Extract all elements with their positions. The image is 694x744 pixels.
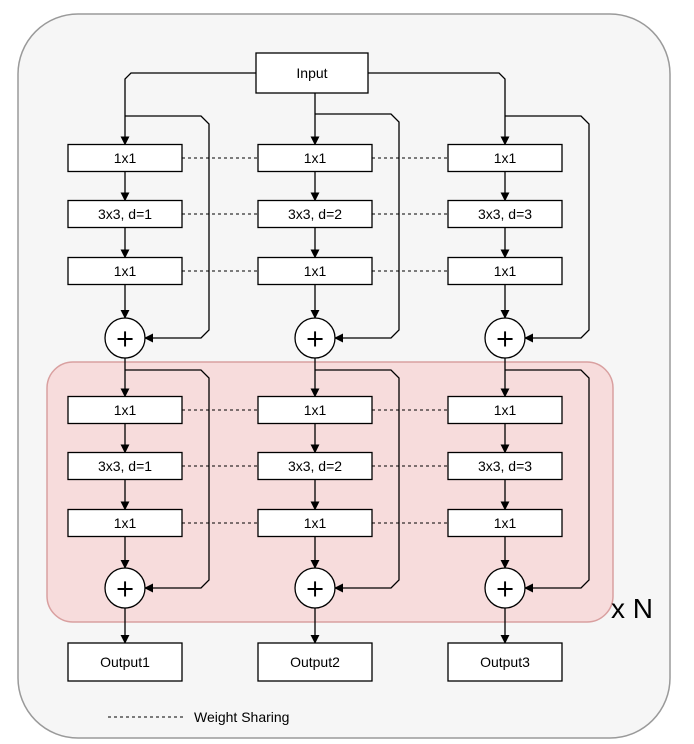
block2-bottom-branch3: 1x1 xyxy=(447,508,563,538)
output-node-branch3: Output3 xyxy=(447,642,563,682)
input-node: Input xyxy=(255,52,369,94)
skip-block2-branch1 xyxy=(125,369,210,593)
sum-block1-branch1-icon: + xyxy=(115,325,135,353)
block2-mid-branch2: 3x3, d=2 xyxy=(257,451,373,481)
legend-label: Weight Sharing xyxy=(194,709,289,725)
sum-block1-branch1-circle xyxy=(104,317,146,359)
block1-mid-branch3-label: 3x3, d=3 xyxy=(478,206,532,222)
skip-block1-branch1 xyxy=(125,115,210,343)
block2-top-branch1: 1x1 xyxy=(67,395,183,425)
sum-block2-branch3-circle xyxy=(484,567,526,609)
output-node-branch2-label: Output2 xyxy=(290,654,340,670)
block2-mid-branch3: 3x3, d=3 xyxy=(447,451,563,481)
block2-top-branch3: 1x1 xyxy=(447,395,563,425)
block1-top-branch2-label: 1x1 xyxy=(304,150,327,166)
output-node-branch3-label: Output3 xyxy=(480,654,530,670)
block2-mid-branch1-rect xyxy=(67,451,183,481)
weight-sharing-links xyxy=(182,157,448,524)
sum-block1-branch3-circle xyxy=(484,317,526,359)
block1-mid-branch1-label: 3x3, d=1 xyxy=(98,206,152,222)
block1-bottom-branch2: 1x1 xyxy=(257,256,373,286)
sum-block2-branch3: + xyxy=(484,567,526,609)
output-node-branch2-rect xyxy=(257,642,373,682)
block1-top-branch3-label: 1x1 xyxy=(494,150,517,166)
input-node-rect xyxy=(255,52,369,94)
block1-bottom-branch3-rect xyxy=(447,256,563,286)
block2-top-branch2-label: 1x1 xyxy=(304,402,327,418)
sum-block1-branch2-icon: + xyxy=(305,325,325,353)
block1-bottom-branch3: 1x1 xyxy=(447,256,563,286)
output-node-branch1-label: Output1 xyxy=(100,654,150,670)
block1-bottom-branch1-rect xyxy=(67,256,183,286)
sum-block1-branch2-circle xyxy=(294,317,336,359)
skip-block2-branch3 xyxy=(505,369,590,593)
block2-top-branch1-label: 1x1 xyxy=(114,402,137,418)
block2-mid-branch2-rect xyxy=(257,451,373,481)
block2-mid-branch3-rect xyxy=(447,451,563,481)
block2-top-branch2: 1x1 xyxy=(257,395,373,425)
block1-top-branch2-rect xyxy=(257,143,373,173)
repeat-region xyxy=(46,361,614,623)
skip-block1-branch2 xyxy=(315,113,400,343)
output-node-branch2: Output2 xyxy=(257,642,373,682)
block2-top-branch3-label: 1x1 xyxy=(494,402,517,418)
output-node-branch1: Output1 xyxy=(67,642,183,682)
output-node-branch3-rect xyxy=(447,642,563,682)
block1-bottom-branch2-label: 1x1 xyxy=(304,263,327,279)
block1-mid-branch2-label: 3x3, d=2 xyxy=(288,206,342,222)
block2-mid-branch1-label: 3x3, d=1 xyxy=(98,458,152,474)
sum-block2-branch2-icon: + xyxy=(305,575,325,603)
block2-mid-branch3-label: 3x3, d=3 xyxy=(478,458,532,474)
block1-bottom-branch1-label: 1x1 xyxy=(114,263,137,279)
block2-bottom-branch1-rect xyxy=(67,508,183,538)
connectors xyxy=(120,72,590,644)
block2-mid-branch1: 3x3, d=1 xyxy=(67,451,183,481)
sum-block2-branch2-circle xyxy=(294,567,336,609)
block2-bottom-branch2: 1x1 xyxy=(257,508,373,538)
block2-bottom-branch3-rect xyxy=(447,508,563,538)
block1-bottom-branch1: 1x1 xyxy=(67,256,183,286)
skip-block1-branch3 xyxy=(505,115,590,343)
block2-top-branch1-rect xyxy=(67,395,183,425)
block2-mid-branch2-label: 3x3, d=2 xyxy=(288,458,342,474)
conn-input-branch1 xyxy=(120,72,256,146)
block1-top-branch1-rect xyxy=(67,143,183,173)
block1-top-branch1-label: 1x1 xyxy=(114,150,137,166)
block1-mid-branch1: 3x3, d=1 xyxy=(67,199,183,229)
block2-bottom-branch1-label: 1x1 xyxy=(114,515,137,531)
block1-mid-branch1-rect xyxy=(67,199,183,229)
sum-block1-branch1: + xyxy=(104,317,146,359)
output-node-branch1-rect xyxy=(67,642,183,682)
block1-top-branch3-rect xyxy=(447,143,563,173)
block1-mid-branch3: 3x3, d=3 xyxy=(447,199,563,229)
block1-top-branch2: 1x1 xyxy=(257,143,373,173)
sum-block2-branch1-icon: + xyxy=(115,575,135,603)
block2-top-branch2-rect xyxy=(257,395,373,425)
nodes: Input 1x1 3x3, d=1 1x1 +1x1 3x3, d=1 1x1 + Outpu… xyxy=(67,52,563,682)
skip-block2-branch2 xyxy=(315,369,400,593)
sum-block1-branch3: + xyxy=(484,317,526,359)
block1-mid-branch2-rect xyxy=(257,199,373,229)
block2-top-branch3-rect xyxy=(447,395,563,425)
block1-top-branch3: 1x1 xyxy=(447,143,563,173)
sum-block2-branch2: + xyxy=(294,567,336,609)
sum-block2-branch1: + xyxy=(104,567,146,609)
block2-bottom-branch1: 1x1 xyxy=(67,508,183,538)
sum-block1-branch2: + xyxy=(294,317,336,359)
conn-input-branch3 xyxy=(368,72,510,146)
block1-bottom-branch2-rect xyxy=(257,256,373,286)
sum-block2-branch3-icon: + xyxy=(495,575,515,603)
block2-bottom-branch2-rect xyxy=(257,508,373,538)
block1-mid-branch2: 3x3, d=2 xyxy=(257,199,373,229)
sum-block1-branch3-icon: + xyxy=(495,325,515,353)
block1-bottom-branch3-label: 1x1 xyxy=(494,263,517,279)
block2-bottom-branch3-label: 1x1 xyxy=(494,515,517,531)
sum-block2-branch1-circle xyxy=(104,567,146,609)
input-node-label: Input xyxy=(296,65,327,81)
block1-top-branch1: 1x1 xyxy=(67,143,183,173)
block1-mid-branch3-rect xyxy=(447,199,563,229)
repeat-label: x N xyxy=(611,593,653,624)
block2-bottom-branch2-label: 1x1 xyxy=(304,515,327,531)
